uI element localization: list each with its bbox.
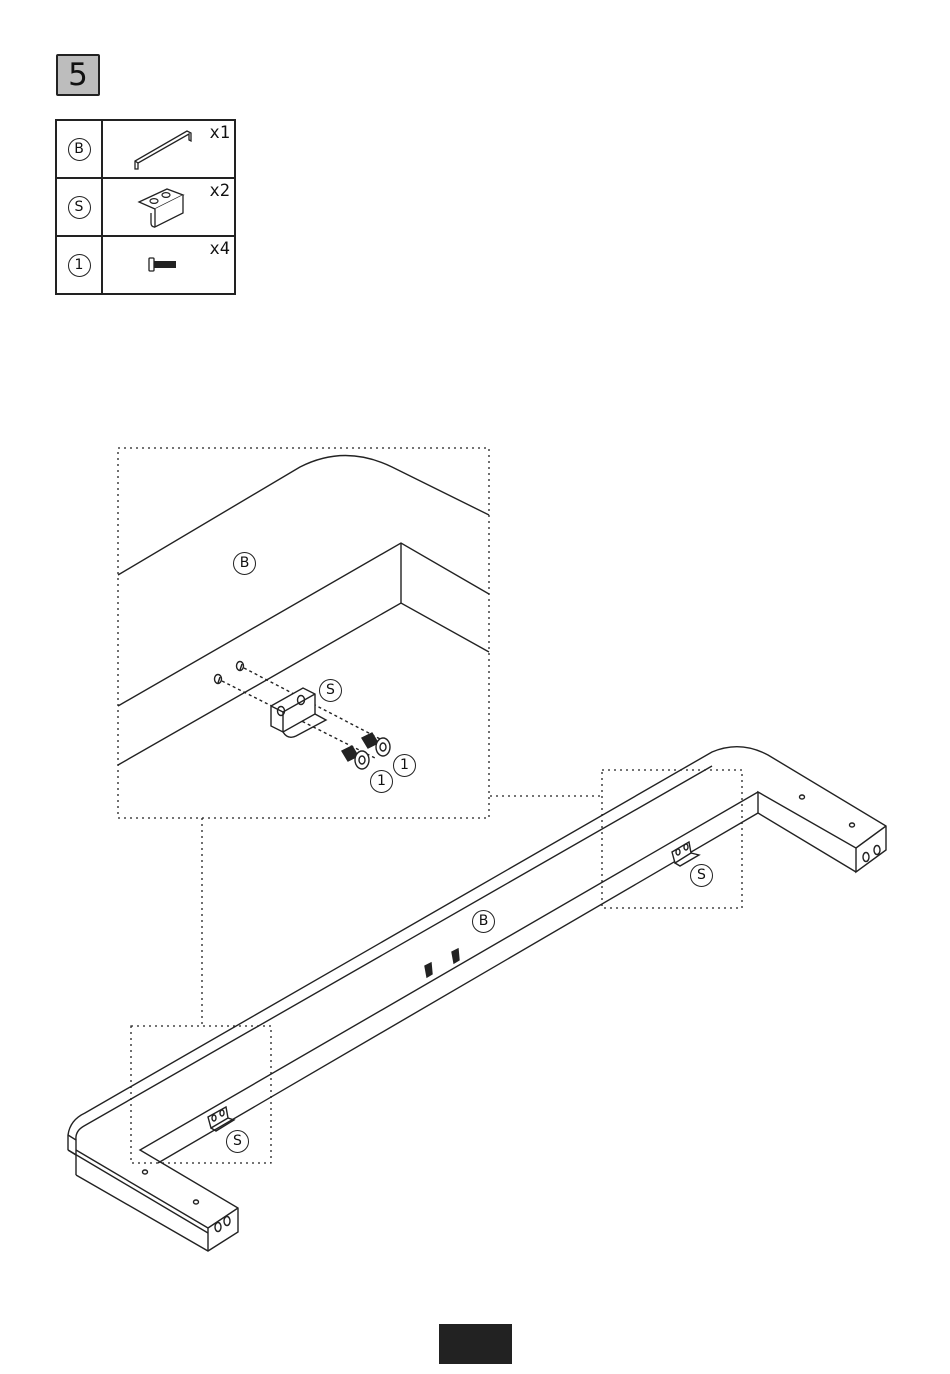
detail-bracket-s xyxy=(271,688,326,737)
zoom-box-right xyxy=(602,770,742,908)
detail-bolt-2 xyxy=(342,746,369,769)
detail-label-s: S xyxy=(319,679,342,702)
main-label-s-left: S xyxy=(226,1130,249,1153)
detail-label-bolt: 1 xyxy=(370,770,393,793)
detail-callout-box xyxy=(118,448,489,818)
frame-b-main xyxy=(68,747,886,1251)
page-number-block xyxy=(439,1324,512,1364)
main-label-s-right: S xyxy=(690,864,713,887)
detail-label-b: B xyxy=(233,552,256,575)
detail-label-bolt: 1 xyxy=(393,754,416,777)
main-label-b: B xyxy=(472,910,495,933)
detail-view xyxy=(118,456,489,770)
main-bracket-right xyxy=(672,842,699,866)
main-bracket-left xyxy=(208,1107,234,1131)
callout-leader-lines xyxy=(202,796,602,1026)
